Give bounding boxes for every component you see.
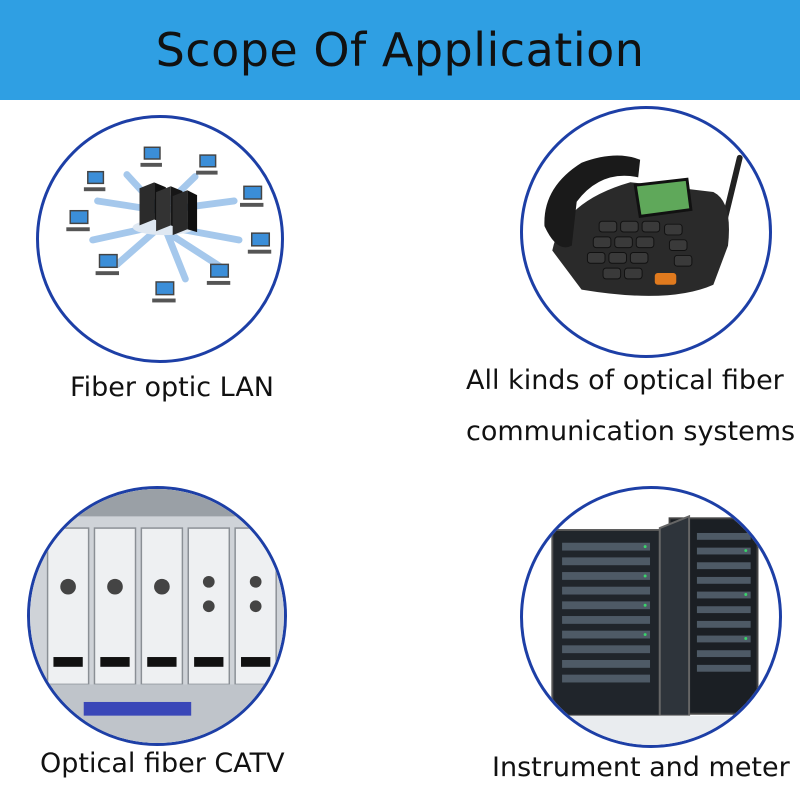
- header-banner: Scope Of Application: [0, 0, 800, 100]
- telephone-illustration-icon: [520, 106, 772, 358]
- caption-optical-fiber-catv: Optical fiber CATV: [40, 748, 285, 779]
- caption-optical-fiber-systems-line2: communication systems: [466, 416, 796, 447]
- caption-instrument-and-meter: Instrument and meter: [492, 752, 790, 783]
- server-cabinet-illustration-icon: [520, 486, 782, 748]
- caption-fiber-optic-lan: Fiber optic LAN: [70, 372, 275, 403]
- page-title: Scope Of Application: [155, 23, 645, 77]
- caption-optical-fiber-systems-line1: All kinds of optical fiber: [466, 365, 784, 396]
- catv-rack-illustration-icon: [27, 486, 287, 746]
- network-illustration-icon: [36, 115, 284, 363]
